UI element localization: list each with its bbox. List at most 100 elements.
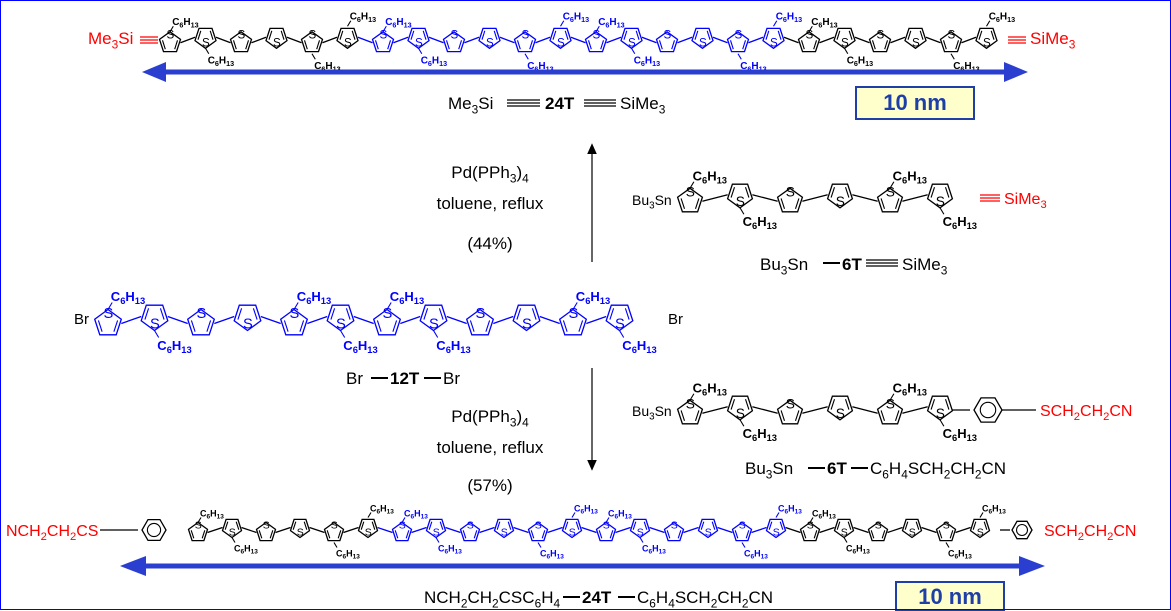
thiophene-ring: S [939, 29, 963, 53]
sulfur-label: S [841, 527, 848, 539]
thiophene-ring: S [584, 29, 608, 53]
sulfur-label: S [664, 29, 672, 42]
hexyl-label: C6H13 [234, 544, 258, 556]
sulfur-label: S [451, 29, 459, 42]
hexyl-label: C6H13 [846, 544, 870, 556]
thiophene-ring: S [513, 29, 537, 53]
thiophene-ring: S [655, 29, 679, 53]
thiophene-ring: S [407, 27, 430, 49]
thiophene-ring: S [799, 520, 821, 542]
sulfur-label: S [467, 520, 474, 532]
lower-reagent-caption: Bu3Sn 6T C6H4SCH2CH2CN [745, 459, 1006, 481]
sulfur-label: S [909, 527, 916, 539]
sulfur-label: S [786, 396, 795, 411]
thiophene-ring: S [833, 27, 856, 49]
sulfur-label: S [197, 306, 207, 322]
lower-reagent-caption-left: Bu3Sn [745, 459, 793, 481]
sulfur-label: S [290, 306, 300, 322]
bottom-caption-right: C6H4SCH2CH2CN [637, 588, 773, 610]
bottom-caption-core: 24T [582, 588, 612, 607]
thiophene-ring: S [731, 520, 753, 542]
hexyl-label: C6H13 [778, 504, 802, 516]
upper-conditions: Pd(PPh3)4 toluene, reflux (44%) [410, 160, 570, 257]
hexyl-label: C6H13 [744, 549, 768, 561]
thiophene-ring: S [620, 27, 643, 49]
hexyl-label: C6H13 [893, 168, 927, 185]
top-scale-label: 10 nm [855, 86, 975, 120]
upper-reagent-caption-right: SiMe3 [902, 255, 948, 277]
thiophene-ring: S [726, 29, 750, 53]
thiophene-ring: S [158, 29, 182, 53]
sulfur-label: S [877, 29, 885, 42]
hexyl-label: C6H13 [370, 504, 394, 516]
hexyl-label: C6H13 [948, 549, 972, 561]
hexyl-label: C6H13 [982, 504, 1006, 516]
thiophene-ring: S [459, 520, 481, 542]
sulfur-label: S [569, 527, 576, 539]
lower-yield: (57%) [467, 476, 513, 496]
lower-catalyst: Pd(PPh3)4 [451, 407, 529, 430]
bottom-scale-arrow [120, 556, 1045, 576]
sulfur-label: S [736, 194, 745, 209]
lower-reagent-right-end: SCH2CH2CN [1040, 403, 1132, 423]
sulfur-label: S [686, 396, 695, 411]
sulfur-label: S [297, 527, 304, 539]
upper-yield: (44%) [467, 234, 513, 254]
thiophene-ring: S [425, 518, 447, 539]
sulfur-label: S [936, 406, 945, 421]
sulfur-label: S [486, 36, 494, 49]
top-right-end-group: SiMe3 [1030, 29, 1076, 51]
thiophene-ring: S [93, 306, 123, 336]
sulfur-label: S [433, 527, 440, 539]
top-caption-core: 24T [545, 94, 575, 113]
sulfur-label: S [557, 36, 565, 49]
thiophene-ring: S [762, 27, 785, 49]
thiophene-ring: S [371, 29, 395, 53]
thiophene-ring: S [493, 518, 515, 539]
sulfur-label: S [807, 520, 814, 532]
sulfur-label: S [501, 527, 508, 539]
sulfur-label: S [243, 317, 253, 333]
hexyl-label: C6H13 [436, 338, 470, 355]
hexyl-label: C6H13 [743, 214, 777, 231]
sulfur-label: S [806, 29, 814, 42]
thiophene-ring: S [549, 27, 572, 49]
hexyl-label: C6H13 [776, 12, 802, 24]
sulfur-label: S [739, 520, 746, 532]
thiophene-ring: S [233, 304, 262, 333]
thiophene-ring: S [904, 27, 927, 49]
sulfur-label: S [671, 520, 678, 532]
hexyl-label: C6H13 [953, 61, 979, 73]
hexyl-label: C6H13 [598, 17, 624, 29]
hexyl-label: C6H13 [634, 56, 660, 68]
hexyl-label: C6H13 [608, 509, 632, 521]
sulfur-label: S [273, 36, 281, 49]
hexyl-label: C6H13 [172, 17, 198, 29]
thiophene-ring: S [323, 520, 345, 542]
thiophene-ring: S [726, 183, 754, 209]
thiophene-ring: S [676, 184, 704, 213]
upper-reagent-caption-core: 6T [842, 255, 862, 274]
top-oligothiophene-chain: SC6H13SC6H13SSSC6H13SC6H13SC6H13SC6H13SS… [158, 12, 1015, 73]
phenylene-ring [973, 397, 1003, 423]
sulfur-label: S [569, 306, 579, 322]
sulfur-label: S [336, 317, 346, 333]
sulfur-label: S [699, 36, 707, 49]
hexyl-label: C6H13 [350, 12, 376, 24]
middle-oligothiophene-chain: SC6H13SC6H13SSSC6H13SC6H13SC6H13SC6H13SS… [93, 289, 657, 355]
hexyl-label: C6H13 [743, 426, 777, 443]
sulfur-label: S [770, 36, 778, 49]
middle-caption-right: Br [443, 369, 460, 388]
sulfur-label: S [637, 527, 644, 539]
thiophene-ring: S [419, 304, 448, 333]
thiophene-ring: S [265, 27, 288, 49]
phenylene-ring [1011, 520, 1033, 540]
sulfur-label: S [365, 527, 372, 539]
bottom-caption-left: NCH2CH2CSC6H4 [424, 588, 560, 610]
thiophene-ring: S [776, 184, 804, 213]
sulfur-label: S [686, 184, 695, 199]
thiophene-ring: S [221, 518, 243, 539]
upper-solvent: toluene, reflux [436, 194, 544, 214]
